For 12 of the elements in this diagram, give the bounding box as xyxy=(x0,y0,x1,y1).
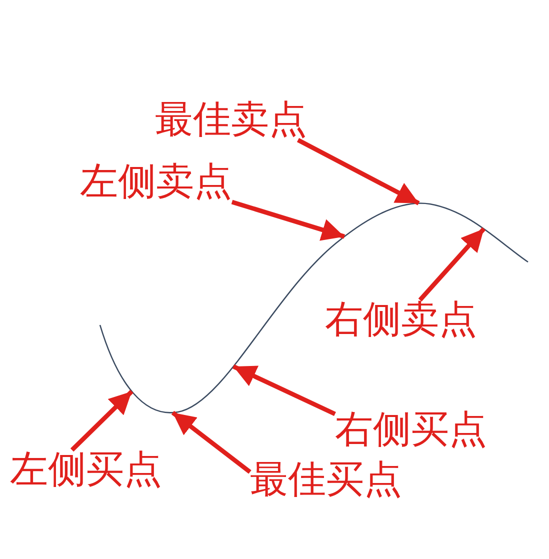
callout-label: 最佳卖点 xyxy=(155,98,307,140)
leader-arrow xyxy=(296,138,420,206)
leader-arrow xyxy=(70,390,134,452)
callout-label: 左侧买点 xyxy=(10,448,162,490)
leader-arrow xyxy=(231,200,346,241)
leader-arrow xyxy=(418,227,486,302)
leader-arrow xyxy=(171,410,252,474)
callout-label: 右侧买点 xyxy=(335,408,487,450)
callout-label: 左侧卖点 xyxy=(80,160,232,202)
leader-arrow xyxy=(232,364,336,416)
callout-label: 最佳买点 xyxy=(250,458,402,500)
callout-label: 右侧卖点 xyxy=(325,298,477,340)
